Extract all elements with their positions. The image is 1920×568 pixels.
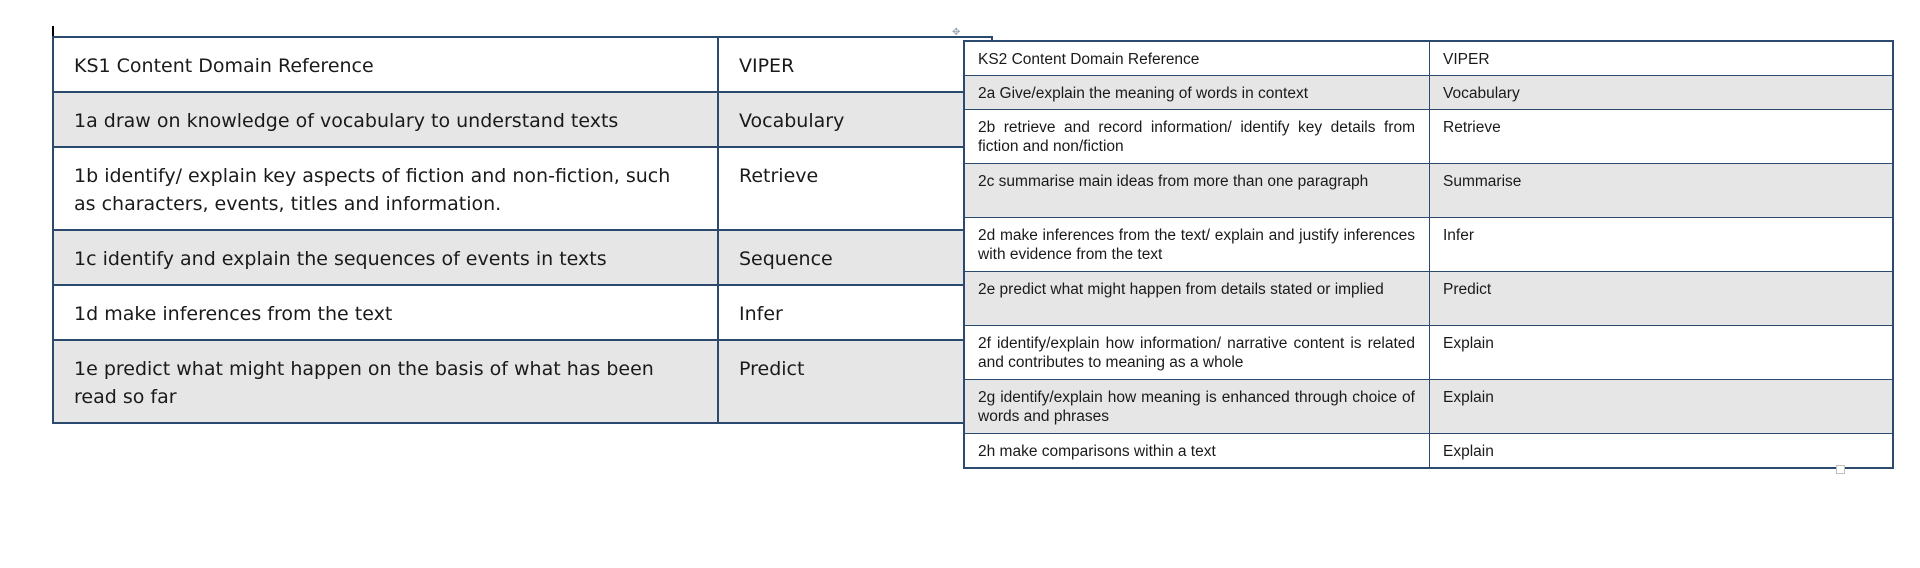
domain-cell[interactable]: 2a Give/explain the meaning of words in … bbox=[963, 75, 1430, 110]
table-row: 2b retrieve and record information/ iden… bbox=[963, 109, 1894, 164]
table-row: 2d make inferences from the text/ explai… bbox=[963, 217, 1894, 272]
domain-cell[interactable]: 1c identify and explain the sequences of… bbox=[52, 229, 719, 286]
viper-cell[interactable]: Summarise bbox=[1429, 163, 1894, 218]
header-domain-cell[interactable]: KS2 Content Domain Reference bbox=[963, 40, 1430, 76]
header-viper-cell[interactable]: VIPER bbox=[717, 36, 993, 93]
domain-cell[interactable]: 2d make inferences from the text/ explai… bbox=[963, 217, 1430, 272]
table-row: 1a draw on knowledge of vocabulary to un… bbox=[52, 91, 993, 148]
domain-cell[interactable]: 1e predict what might happen on the basi… bbox=[52, 339, 719, 424]
domain-cell[interactable]: 2c summarise main ideas from more than o… bbox=[963, 163, 1430, 218]
header-domain-cell[interactable]: KS1 Content Domain Reference bbox=[52, 36, 719, 93]
header-viper-cell[interactable]: VIPER bbox=[1429, 40, 1894, 76]
viper-cell[interactable]: Retrieve bbox=[717, 146, 993, 231]
domain-cell[interactable]: 2h make comparisons within a text bbox=[963, 433, 1430, 469]
table-row: 1b identify/ explain key aspects of fict… bbox=[52, 146, 993, 231]
viper-cell[interactable]: Vocabulary bbox=[1429, 75, 1894, 110]
ks1-content-domain-table: KS1 Content Domain Reference VIPER 1a dr… bbox=[52, 36, 993, 424]
table-header-row: KS1 Content Domain Reference VIPER bbox=[52, 36, 993, 93]
viper-cell[interactable]: Retrieve bbox=[1429, 109, 1894, 164]
domain-cell[interactable]: 1d make inferences from the text bbox=[52, 284, 719, 341]
table-row: 2c summarise main ideas from more than o… bbox=[963, 163, 1894, 218]
domain-cell[interactable]: 1a draw on knowledge of vocabulary to un… bbox=[52, 91, 719, 148]
viper-cell[interactable]: Explain bbox=[1429, 379, 1894, 434]
table-header-row: KS2 Content Domain Reference VIPER bbox=[963, 40, 1894, 76]
resize-handle-icon[interactable] bbox=[1836, 465, 1845, 474]
table-row: 1d make inferences from the text Infer bbox=[52, 284, 993, 341]
table-row: 2a Give/explain the meaning of words in … bbox=[963, 75, 1894, 110]
domain-cell[interactable]: 2e predict what might happen from detail… bbox=[963, 271, 1430, 326]
move-handle-icon[interactable]: ✥ bbox=[952, 27, 961, 38]
table-row: 1c identify and explain the sequences of… bbox=[52, 229, 993, 286]
table-row: 2g identify/explain how meaning is enhan… bbox=[963, 379, 1894, 434]
domain-cell[interactable]: 2g identify/explain how meaning is enhan… bbox=[963, 379, 1430, 434]
table-row: 2f identify/explain how information/ nar… bbox=[963, 325, 1894, 380]
viper-cell[interactable]: Explain bbox=[1429, 433, 1894, 469]
viper-cell[interactable]: Vocabulary bbox=[717, 91, 993, 148]
viper-cell[interactable]: Infer bbox=[717, 284, 993, 341]
viper-cell[interactable]: Sequence bbox=[717, 229, 993, 286]
domain-cell[interactable]: 2f identify/explain how information/ nar… bbox=[963, 325, 1430, 380]
table-row: 2e predict what might happen from detail… bbox=[963, 271, 1894, 326]
text-cursor bbox=[52, 26, 54, 38]
viper-cell[interactable]: Explain bbox=[1429, 325, 1894, 380]
table-row: 2h make comparisons within a text Explai… bbox=[963, 433, 1894, 469]
domain-cell[interactable]: 1b identify/ explain key aspects of fict… bbox=[52, 146, 719, 231]
table-row: 1e predict what might happen on the basi… bbox=[52, 339, 993, 424]
ks2-content-domain-table: KS2 Content Domain Reference VIPER 2a Gi… bbox=[963, 40, 1894, 469]
viper-cell[interactable]: Infer bbox=[1429, 217, 1894, 272]
domain-cell[interactable]: 2b retrieve and record information/ iden… bbox=[963, 109, 1430, 164]
viper-cell[interactable]: Predict bbox=[717, 339, 993, 424]
viper-cell[interactable]: Predict bbox=[1429, 271, 1894, 326]
